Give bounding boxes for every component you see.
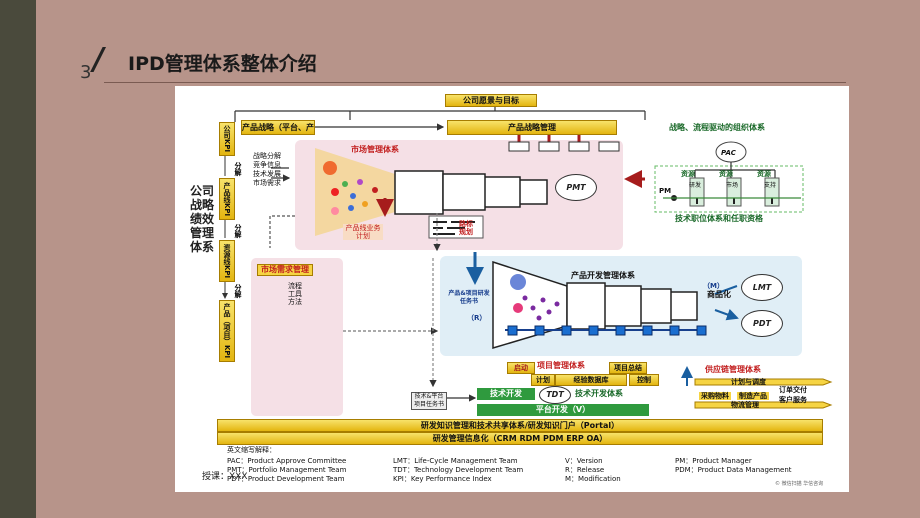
glossary-entry: R：Release [565, 466, 605, 474]
number-decoration-icon: / [93, 42, 104, 77]
m-label: （M） [703, 282, 724, 290]
pac-label: PAC [721, 149, 736, 157]
kpi-company: 公司KPI [219, 122, 235, 156]
roadmap-label: 路标规划 [459, 220, 473, 236]
market-input: 技术发展 [253, 170, 281, 178]
glossary-title: 英文缩写解释： [227, 446, 276, 454]
platform-dev-box: 平台开发（V） [477, 404, 649, 416]
glossary-entry: V：Version [565, 457, 603, 465]
left-decorative-strip [0, 0, 36, 518]
glossary-entry: PDM：Product Data Management [675, 466, 792, 474]
decompose-label: 分解 [234, 284, 242, 298]
market-input: 市场需求 [253, 179, 281, 187]
title-divider [104, 82, 846, 83]
market-input: 战略分解 [253, 152, 281, 160]
glossary-entry: PAC：Product Approve Committee [227, 457, 347, 465]
resource-label: 资源 [681, 170, 695, 178]
tech-position-system: 技术职位体系和任职资格 [675, 214, 763, 223]
pdt-gear-icon: PDT [741, 310, 783, 337]
project-mgmt-title: 项目管理体系 [537, 361, 585, 370]
kpi-resource-line: 资源线KPI [219, 240, 235, 282]
lmt-gear-icon: LMT [741, 274, 783, 301]
dev-task-book: 产品&项目研发任务书 [448, 290, 490, 305]
supply-item: 制造产品 [737, 392, 769, 400]
slide-title: IPD管理体系整体介绍 [128, 53, 317, 75]
supply-item: 计划与调度 [731, 378, 766, 386]
kpi-product-project: 产品（项目）KPI [219, 300, 235, 362]
resource-label: 资源 [719, 170, 733, 178]
glossary-entry: PMT：Portfolio Management Team [227, 466, 347, 474]
glossary-entry: KPI：Key Performance Index [393, 475, 492, 483]
dept-support: 支持 [764, 182, 777, 189]
tdt-gear-icon: TDT [539, 386, 571, 404]
glossary-entry: LMT：Life-Cycle Management Team [393, 457, 518, 465]
slide-number: 3 [80, 62, 92, 83]
glossary-entry: TDT：Technology Development Team [393, 466, 524, 474]
supply-item: 客户服务 [779, 396, 807, 404]
demand-mgmt-title: 市场需求管理 [257, 264, 313, 276]
project-item: 控制 [629, 374, 659, 386]
project-start-box: 启动 [507, 362, 535, 374]
commercialize-label: 商品化 [707, 290, 731, 299]
pm-label: PM [659, 187, 672, 195]
knowledge-mgmt-bar: 研发知识管理和技术共享体系/研发知识门户（Portal） [217, 419, 823, 432]
decompose-label: 分解 [234, 162, 242, 176]
glossary-entry: PM：Product Manager [675, 457, 752, 465]
product-strategy-mgmt-bar: 产品战略管理 [447, 120, 617, 135]
glossary-entry: M：Modification [565, 475, 621, 483]
org-system-title: 战略、流程驱动的组织体系 [669, 123, 765, 132]
dept-rd: 研发 [689, 182, 702, 189]
diagram-graphics [175, 103, 833, 416]
r-label: （R） [467, 314, 487, 322]
project-item: 经验数据库 [555, 374, 627, 386]
market-system-title: 市场管理体系 [351, 145, 399, 154]
tech-task-book: 技术&平台项目任务书 [411, 392, 447, 410]
supply-item: 物流管理 [731, 401, 759, 409]
watermark: © 微信扫描 华信咨询 [775, 481, 824, 487]
supply-item: 采购物料 [699, 392, 731, 400]
project-summary-box: 项目总结 [609, 362, 647, 374]
resource-label: 资源 [757, 170, 771, 178]
supply-chain-title: 供应链管理体系 [705, 365, 761, 374]
product-line-plan: 产品线业务计划 [343, 224, 383, 240]
kpi-product-line: 产品线KPI [219, 178, 235, 220]
rd-informatization-bar: 研发管理信息化（CRM RDM PDM ERP OA） [217, 432, 823, 445]
market-input: 竞争信息 [253, 161, 281, 169]
product-dev-system-title: 产品开发管理体系 [571, 271, 635, 280]
dept-market: 市场 [726, 182, 739, 189]
company-vision-box: 公司愿景与目标 [445, 94, 537, 107]
tech-dev-box: 技术开发 [477, 388, 535, 400]
tech-dev-system-title: 技术开发体系 [575, 389, 623, 398]
footer-credit: 授课：XXX [202, 472, 248, 482]
demand-tools-label: 流程工具方法 [288, 282, 302, 306]
supply-item: 订单交付 [779, 386, 807, 394]
pmt-gear-icon: PMT [555, 174, 597, 201]
glossary-entry: PDT：Product Development Team [227, 475, 345, 483]
product-strategy-bar: 产品战略（平台、产品、技术） [241, 120, 315, 135]
decompose-label: 分解 [234, 224, 242, 238]
strategy-performance-system-label: 公司战略绩效管理体系 [189, 184, 214, 254]
project-item: 计划 [531, 374, 555, 386]
ipd-management-diagram: 公司愿景与目标 公司战略绩效管理体系 公司KPI 产品线KPI 资源线KPI 产… [175, 86, 849, 492]
